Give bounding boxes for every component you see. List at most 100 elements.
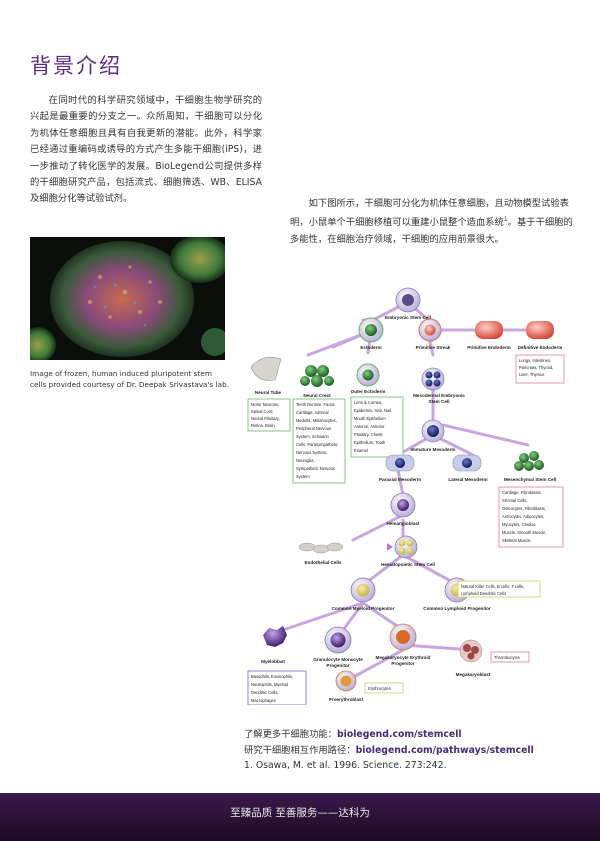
mesenchymal-line-4: Astrocytes, Adipocytes, <box>502 514 544 519</box>
diagram-intro-text: 如下图所示，干细胞可分化为机体任意细胞，且动物模型试验表明，小鼠单个干细胞移植可… <box>290 198 569 229</box>
neural-tube-line-2: Spinal Cord, <box>251 409 274 414</box>
label-cmp: Common Myeloid Progenitor <box>332 606 395 611</box>
mesenchymal-line-1: Cartilage, Fibroblasts, <box>502 490 542 495</box>
mesenchymal-line-2: Stromal Cells, <box>502 498 527 503</box>
link-1-prefix: 了解更多干细胞功能： <box>244 729 337 740</box>
mesenchymal-line-5: Myocytes, Cardiac <box>502 522 536 527</box>
lymphoid-box <box>457 580 541 598</box>
hematopoietic-cluster <box>398 539 414 555</box>
photo-caption: Image of frozen, human induced pluripote… <box>30 369 230 389</box>
neural-crest-cluster <box>300 365 334 387</box>
mep-nucleus <box>396 630 410 644</box>
neural-crest-line-2: Cartilage, Adrenal <box>296 410 329 415</box>
footer-bar: 至臻品质 至善服务——达科为 <box>0 793 600 841</box>
outer-ectoderm-line-4: Anterior, Anterior <box>354 424 385 429</box>
label-paraxial-mesoderm: Paraxial Mesoderm <box>379 477 421 482</box>
label-gmp-1: Granulocyte Monocyte <box>313 657 363 662</box>
gmp-nucleus <box>330 632 346 648</box>
pathways-link[interactable]: biolegend.com/pathways/stemcell <box>355 744 534 756</box>
myeloblast-box <box>247 670 307 705</box>
mesodermal-stem-cell <box>421 367 445 391</box>
mesodermal-cluster <box>425 371 441 387</box>
label-mesodermal-1: Mesodermal Embryonic <box>413 393 465 398</box>
myeloblast-line-3: Dendritic Cells, <box>251 690 279 695</box>
lymphoid-line-2: Lymphoid Dendritic Cells <box>461 591 506 596</box>
footer-slogan: 至臻品质 至善服务——达科为 <box>230 807 370 819</box>
footnote-marker: 1 <box>503 216 508 224</box>
label-embryonic: Embryonic Stem Cell <box>385 315 431 320</box>
megakaryoblast-cell <box>459 639 483 663</box>
erythrocytes-text: Erythrocytes <box>368 686 391 691</box>
label-myeloblast: Myeloblast <box>261 659 285 664</box>
lateral-nucleus <box>462 458 472 468</box>
myeloblast-cell <box>263 626 287 647</box>
outer-ectoderm-line-7: Enamel <box>354 448 368 453</box>
neural-crest-line-5: System, Schwann <box>296 434 329 439</box>
neural-crest-line-10: System <box>296 474 310 479</box>
mesenchymal-line-7: Skeletal Muscle <box>502 538 531 543</box>
thrombocytes-text: Thrombocytes <box>494 655 520 660</box>
neural-crest-line-9: Sympathetic Nervous <box>296 466 335 471</box>
myeloblast-line-1: Basophils, Eosinophils, <box>251 674 293 679</box>
endoderm-line-3: Liver, Thymus <box>519 372 544 377</box>
label-clp: Common Lymphoid Progenitor <box>423 606 491 611</box>
outer-ectoderm-nucleus <box>362 369 374 381</box>
label-proerythroblast: Proerythroblast <box>329 697 364 702</box>
cmp-nucleus <box>356 583 370 597</box>
label-hematopoietic: Hematopoietic Stem Cell <box>381 562 435 567</box>
primitive-endoderm-cell <box>475 321 503 339</box>
outer-ectoderm-line-2: Epidermis, Hair, Nail, <box>354 408 392 413</box>
neural-crest-line-1: Teeth Dentine, Facial <box>296 402 335 407</box>
label-primitive-endoderm: Primitive Endoderm <box>467 345 510 350</box>
link-line-2: 研究干细胞相互作用路径：biolegend.com/pathways/stemc… <box>244 743 534 759</box>
endoderm-line-1: Lungs, Intestines, <box>519 358 551 363</box>
label-endothelial: Endothelial Cells <box>304 560 341 565</box>
link-2-prefix: 研究干细胞相互作用路径： <box>244 744 356 756</box>
neural-tube-line-4: Retina, Brain <box>251 423 275 428</box>
ectoderm-nucleus <box>365 324 377 336</box>
label-neural-crest: Neural Crest <box>303 393 331 398</box>
myeloblast-line-2: Neutrophils, Myeloid <box>251 682 289 687</box>
lymphoid-line-1: Natural Killer Cells, B cells, T cells, <box>461 584 524 589</box>
label-mep-2: Progenitor <box>391 661 414 666</box>
reference: 1. Osawa, M. et al. 1996. Science. 273:2… <box>244 760 447 771</box>
stem-cell-differentiation-diagram: Embryonic Stem Cell Ectoderm Primitive S… <box>247 287 565 705</box>
definitive-endoderm-cell <box>526 321 554 339</box>
neural-tube-line-3: Neural Pituitary, <box>251 416 280 421</box>
label-lateral-mesoderm: Lateral Mesoderm <box>448 477 487 482</box>
diagram-intro-paragraph: 如下图所示，干细胞可分化为机体任意细胞，且动物模型试验表明，小鼠单个干细胞移植可… <box>290 196 575 248</box>
endoderm-derivatives-box <box>515 354 565 384</box>
label-definitive-endoderm: Definitive Endoderm <box>518 345 563 350</box>
endoderm-line-2: Pancreas, Thyroid, <box>519 365 553 370</box>
diagram-intro-tail: 。基于干细胞的多能性，在细胞治疗领域，干细胞的应用前景很大。 <box>290 217 573 245</box>
label-mep-1: Megakaryocyte Erythroid <box>376 655 431 660</box>
label-mesenchymal: Mesenchymal Stem Cell <box>504 477 556 482</box>
page-title: 背景介绍 <box>30 54 122 78</box>
endothelial-cells <box>298 542 344 554</box>
outer-ectoderm-line-3: Mouth Epithelium <box>354 416 386 421</box>
mesenchymal-box <box>498 486 564 548</box>
intro-paragraph: 在同时代的科学研究领域中，干细胞生物学研究的兴起是最重要的分支之一。众所周知，干… <box>30 95 262 205</box>
hemangioblast-nucleus <box>397 499 409 511</box>
neural-crest-box <box>292 398 346 484</box>
outer-ectoderm-box <box>350 396 404 458</box>
mesenchymal-line-6: Muscle, Smooth Muscle, <box>502 530 547 535</box>
lineage-connectors <box>281 300 530 682</box>
primitive-streak-nucleus <box>424 324 436 336</box>
label-outer-ectoderm: Outer Ectoderm <box>351 389 386 394</box>
label-gmp-2: Progenitor <box>326 663 349 668</box>
label-primitive-streak: Primitive Streak <box>416 345 451 350</box>
label-megakaryoblast: Megakaryoblast <box>456 672 491 677</box>
label-immature-mesoderm: Immature Mesoderm <box>411 447 456 452</box>
mesenchymal-cluster <box>514 451 544 471</box>
neural-tube-line-1: Motor Neurons, <box>251 402 279 407</box>
label-ectoderm: Ectoderm <box>360 345 381 350</box>
neural-crest-line-4: Peripheral Nervous <box>296 426 331 431</box>
outer-ectoderm-line-6: Epithelium, Tooth <box>354 440 386 445</box>
embryonic-nucleus <box>402 294 414 306</box>
thrombocytes-box <box>490 651 530 663</box>
neural-crest-line-8: Neuroglia, <box>296 458 315 463</box>
immature-mesoderm-nucleus <box>427 425 439 437</box>
stemcell-link[interactable]: biolegend.com/stemcell <box>336 729 462 740</box>
proerythroblast-nucleus <box>340 675 352 687</box>
